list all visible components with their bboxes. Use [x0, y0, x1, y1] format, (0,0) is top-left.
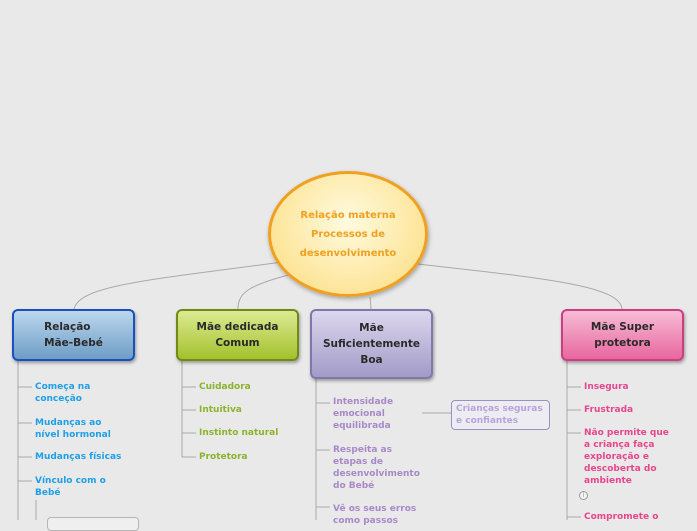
subtopic-ve-erros[interactable]: Vê os seus erros como passos [333, 504, 417, 526]
topic-mae-suficientemente-boa[interactable]: Mãe Suficientemente Boa [310, 309, 433, 379]
connector-lines [17, 261, 623, 520]
subtopic-protetora[interactable]: Protetora [199, 452, 248, 462]
subtopic-compromete[interactable]: Compromete o [584, 512, 659, 522]
topic-mae-dedicada-comum[interactable]: Mãe dedicada Comum [176, 309, 299, 361]
central-topic-line-2: Processos de [311, 228, 385, 240]
subtopic-insegura[interactable]: Insegura [584, 382, 629, 392]
topic-relacao-mae-bebe[interactable]: Relação Mãe-Bebé [12, 309, 135, 361]
topic-label: Relação Mãe-Bebé [44, 321, 103, 349]
subtopic-vinculo-com-bebe[interactable]: Vínculo com o Bebé [35, 476, 106, 498]
subtopic-respeita-etapas[interactable]: Respeita as etapas de desenvolvimento do… [333, 445, 420, 491]
subtopic-mudancas-hormonal[interactable]: Mudanças ao nível hormonal [35, 418, 111, 440]
subtopic-mudancas-fisicas[interactable]: Mudanças físicas [35, 452, 122, 462]
note-icon[interactable]: i [579, 491, 588, 500]
subtopic-frustrada[interactable]: Frustrada [584, 405, 634, 415]
subtopic-cuidadora[interactable]: Cuidadora [199, 382, 251, 392]
topic-mae-super-protetora[interactable]: Mãe Super protetora [561, 309, 684, 361]
topic-label: Mãe Suficientemente Boa [322, 322, 421, 366]
topic-label: Mãe Super protetora [590, 321, 655, 349]
subtopic-intuitiva[interactable]: Intuitiva [199, 405, 242, 415]
central-topic-line-1: Relação materna [300, 209, 396, 221]
subtopic-instinto-natural[interactable]: Instinto natural [199, 428, 279, 438]
subtopic-nao-permite[interactable]: Não permite que a criança faça exploraçã… [584, 428, 669, 486]
subtopic-partial[interactable] [47, 517, 139, 531]
central-topic-line-3: desenvolvimento [299, 247, 397, 259]
subtopic-criancas-seguras[interactable]: Crianças seguras e confiantes [451, 400, 550, 430]
central-topic[interactable]: Relação materna Processos de desenvolvim… [268, 171, 428, 297]
subtopic-intensidade-emocional[interactable]: Intensidade emocional equilibrada [333, 397, 394, 431]
topic-label: Mãe dedicada Comum [196, 321, 279, 349]
subtopic-comeca-na-concecao[interactable]: Começa na conceção [35, 382, 91, 404]
